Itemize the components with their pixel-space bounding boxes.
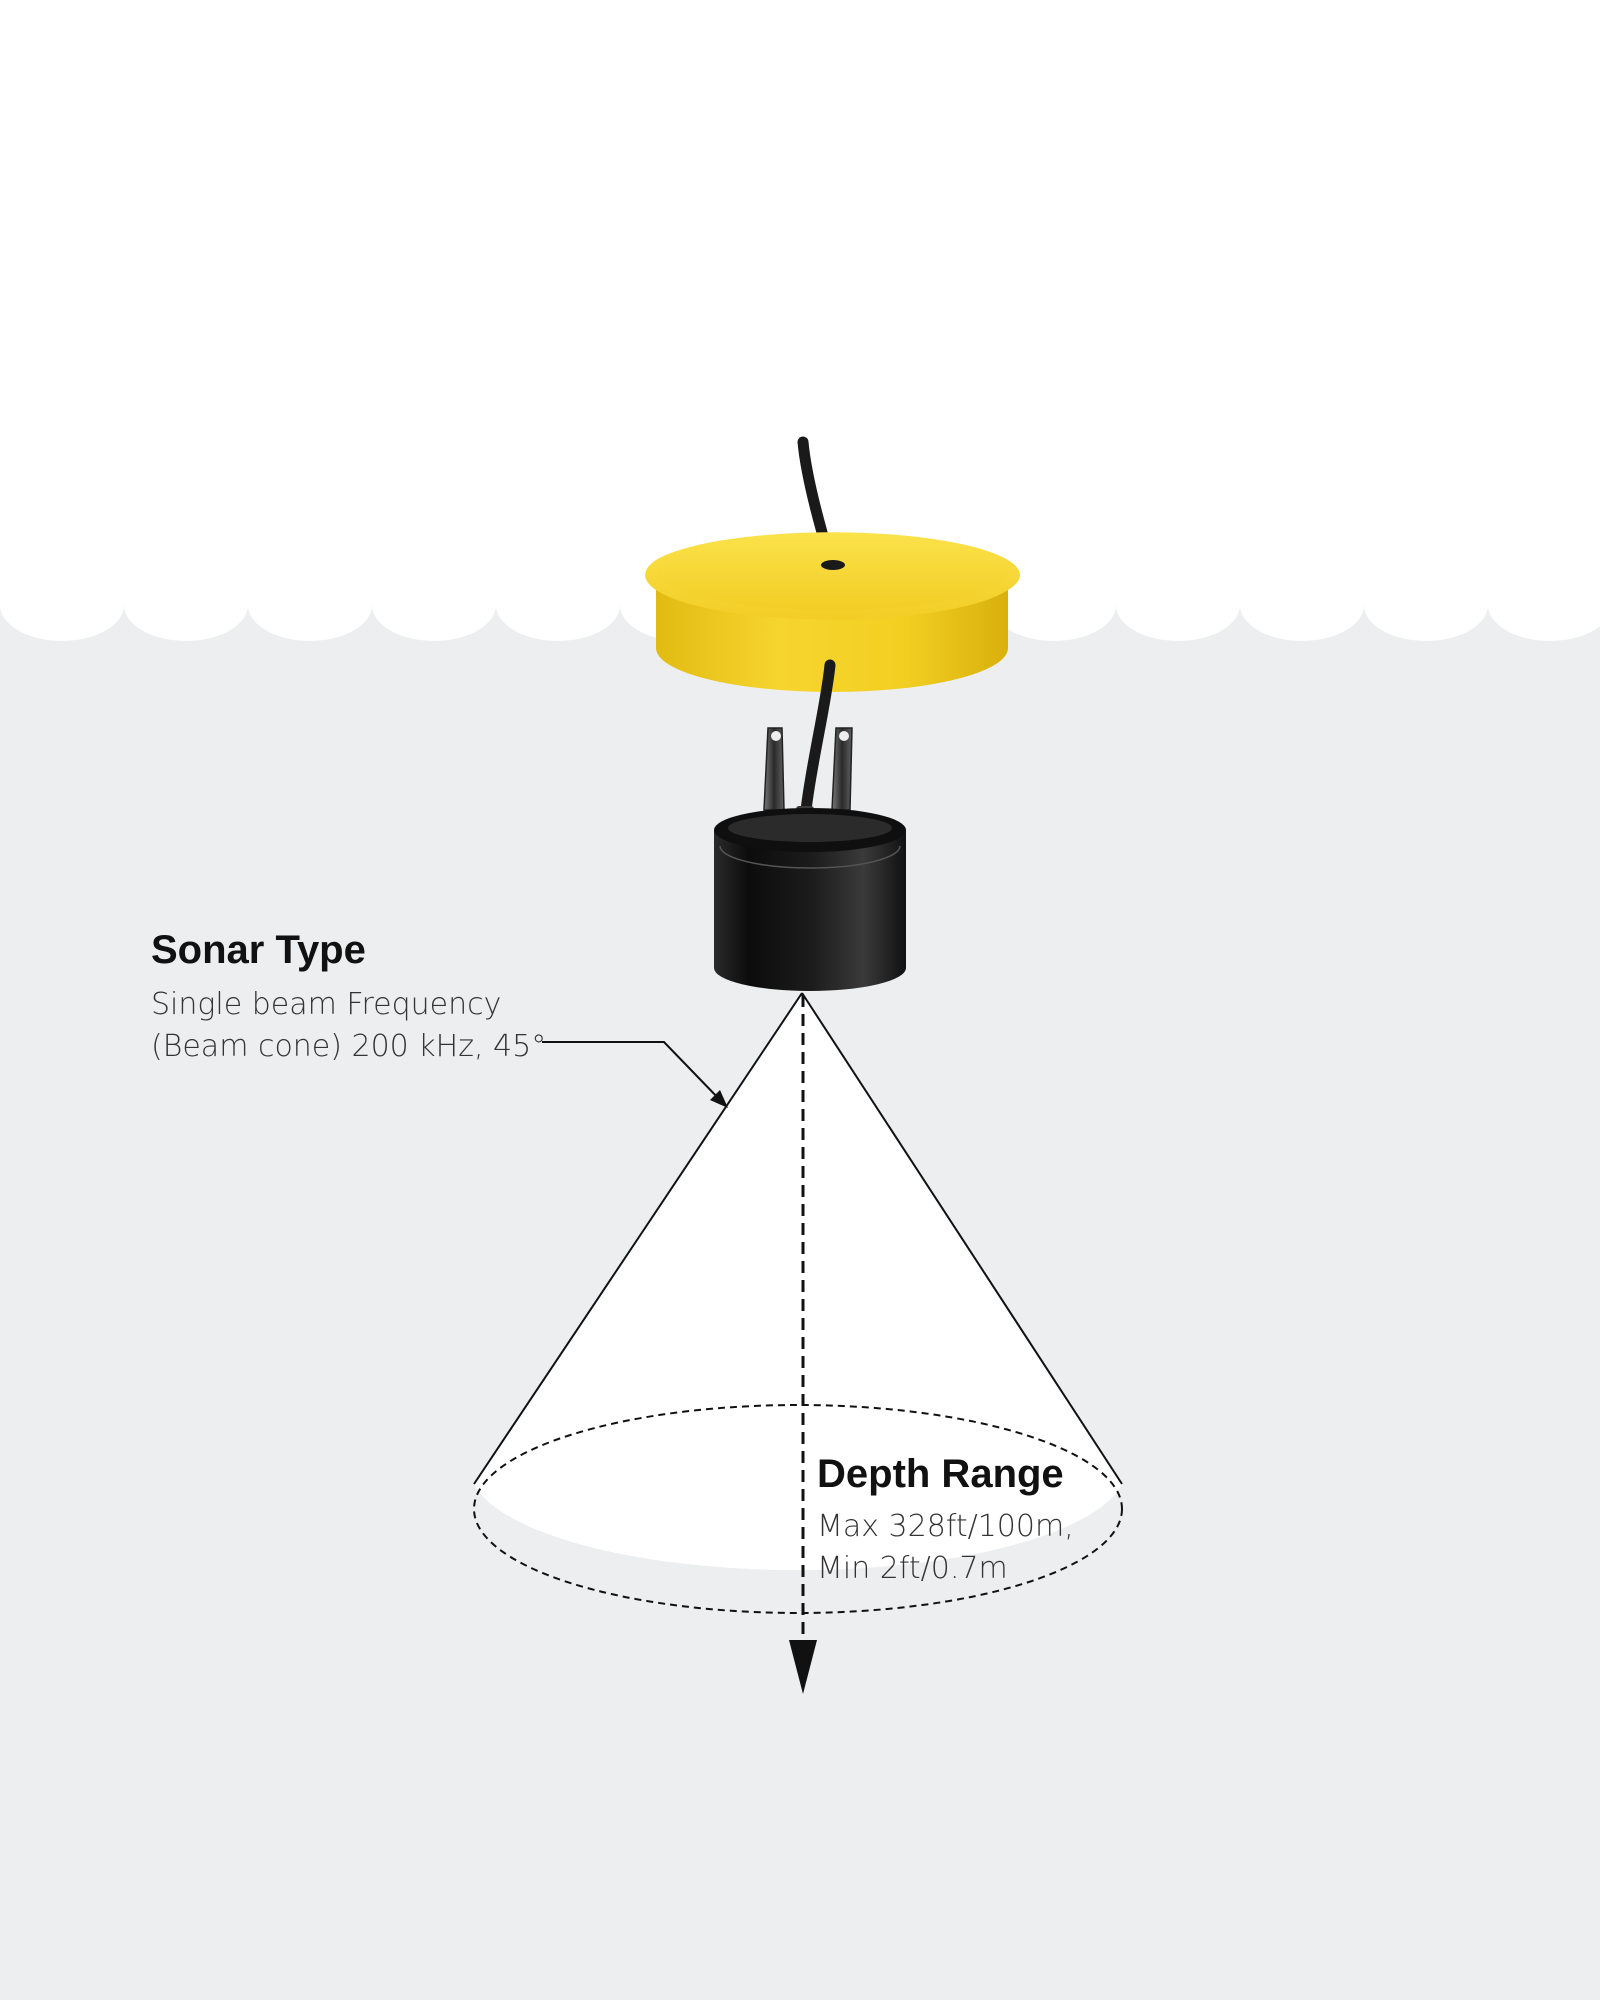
depth-arrow-icon xyxy=(789,995,817,1694)
sonar-type-leader-line xyxy=(542,1041,728,1108)
sonar-float-icon xyxy=(645,532,1020,692)
sonar-beam-cone xyxy=(473,992,1123,1614)
transducer-icon xyxy=(714,727,906,991)
beam-footprint-ellipse xyxy=(473,1404,1123,1614)
depth-range-max: Max 328ft/100m, xyxy=(817,1509,1074,1544)
sonar-type-title: Sonar Type xyxy=(151,928,366,972)
depth-range-title: Depth Range xyxy=(817,1452,1064,1496)
sonar-type-description-line2: (Beam cone) 200 kHz, 45° xyxy=(151,1029,547,1064)
sonar-type-description-line1: Single beam Frequency xyxy=(151,987,502,1022)
depth-range-min: Min 2ft/0.7m xyxy=(817,1551,1008,1586)
